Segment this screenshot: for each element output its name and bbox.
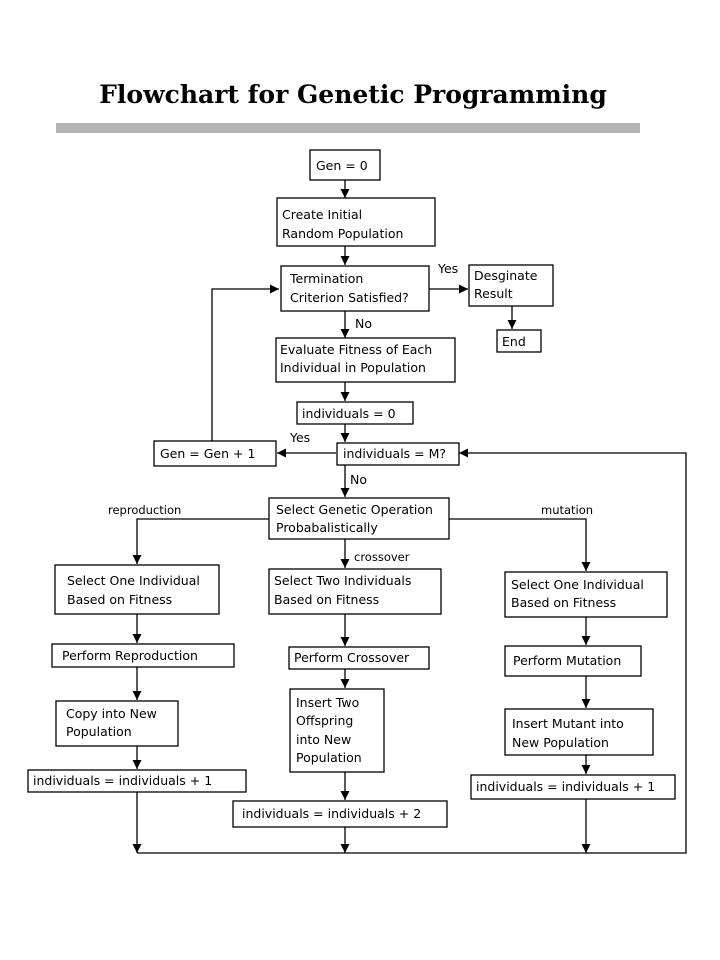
svg-text:Offspring: Offspring	[296, 713, 353, 728]
node-individuals-zero: individuals = 0	[296, 401, 414, 425]
node-individuals-check: individuals = M?	[336, 442, 460, 466]
edge-selectop-reproduction	[132, 518, 269, 564]
svg-text:Based on Fitness: Based on Fitness	[274, 592, 379, 607]
svg-text:Insert Two: Insert Two	[296, 695, 359, 710]
label-check-yes: Yes	[289, 430, 310, 445]
svg-text:New Population: New Population	[512, 735, 609, 750]
svg-text:individuals = M?: individuals = M?	[343, 446, 446, 461]
node-mutation-increment: individuals = individuals + 1	[470, 774, 676, 800]
svg-text:Based on Fitness: Based on Fitness	[511, 595, 616, 610]
svg-text:Insert Mutant into: Insert Mutant into	[512, 716, 624, 731]
svg-text:individuals = individuals + 2: individuals = individuals + 2	[242, 806, 421, 821]
node-designate-result: Desginate Result	[468, 264, 554, 307]
node-perform-crossover: Perform Crossover	[288, 646, 430, 670]
node-perform-mutation: Perform Mutation	[504, 645, 642, 677]
svg-text:Perform Mutation: Perform Mutation	[513, 653, 621, 668]
svg-text:into New: into New	[296, 732, 351, 747]
svg-text:Evaluate Fitness of Each: Evaluate Fitness of Each	[280, 342, 432, 357]
node-end: End	[496, 329, 542, 353]
svg-text:Create Initial: Create Initial	[282, 207, 362, 222]
label-crossover: crossover	[354, 550, 410, 564]
svg-text:Probabalistically: Probabalistically	[276, 520, 378, 535]
title-divider	[56, 123, 640, 133]
svg-text:Criterion Satisfied?: Criterion Satisfied?	[290, 290, 409, 305]
svg-text:Individual in Population: Individual in Population	[280, 360, 426, 375]
svg-text:Termination: Termination	[289, 271, 363, 286]
node-crossover-select: Select Two Individuals Based on Fitness	[268, 568, 442, 615]
node-create-initial: Create Initial Random Population	[276, 197, 436, 247]
node-evaluate-fitness: Evaluate Fitness of Each Individual in P…	[275, 337, 456, 383]
node-crossover-increment: individuals = individuals + 2	[232, 800, 448, 828]
node-perform-reproduction: Perform Reproduction	[51, 643, 235, 668]
svg-text:Gen = 0: Gen = 0	[316, 158, 368, 173]
page-title: Flowchart for Genetic Programming	[99, 80, 607, 109]
svg-text:Perform Crossover: Perform Crossover	[294, 650, 410, 665]
node-mutation-select: Select One Individual Based on Fitness	[504, 571, 668, 618]
edge-loop-back	[137, 448, 687, 854]
edge-geninc-termination	[211, 284, 279, 441]
node-gen-increment: Gen = Gen + 1	[153, 440, 277, 467]
node-gen0: Gen = 0	[309, 149, 381, 181]
node-insert-two-offspring: Insert Two Offspring into New Population	[289, 688, 385, 773]
node-reproduction-increment: individuals = individuals + 1	[27, 769, 247, 793]
node-termination: Termination Criterion Satisfied?	[280, 265, 430, 312]
svg-text:Select One Individual: Select One Individual	[511, 577, 644, 592]
label-reproduction: reproduction	[108, 503, 181, 517]
svg-text:Result: Result	[474, 286, 513, 301]
label-termination-yes: Yes	[437, 261, 458, 276]
edge-selectop-mutation	[449, 518, 591, 571]
svg-text:Random Population: Random Population	[282, 226, 403, 241]
edges	[132, 180, 687, 854]
node-insert-mutant: Insert Mutant into New Population	[504, 708, 654, 756]
svg-text:Select One Individual: Select One Individual	[67, 573, 200, 588]
label-mutation: mutation	[541, 503, 593, 517]
svg-text:End: End	[502, 334, 526, 349]
svg-text:individuals = 0: individuals = 0	[302, 406, 396, 421]
svg-text:Based on Fitness: Based on Fitness	[67, 592, 172, 607]
svg-text:individuals = individuals + 1: individuals = individuals + 1	[33, 773, 212, 788]
svg-text:Gen = Gen + 1: Gen = Gen + 1	[160, 446, 255, 461]
label-termination-no: No	[355, 316, 372, 331]
node-copy-new-population: Copy into New Population	[55, 700, 179, 747]
svg-text:Population: Population	[296, 750, 362, 765]
node-select-genetic-operation: Select Genetic Operation Probabalistical…	[268, 497, 450, 540]
svg-text:Select Genetic Operation: Select Genetic Operation	[276, 502, 433, 517]
node-reproduction-select: Select One Individual Based on Fitness	[54, 564, 220, 615]
label-check-no: No	[350, 472, 367, 487]
svg-text:individuals = individuals + 1: individuals = individuals + 1	[476, 779, 655, 794]
svg-text:Population: Population	[66, 724, 132, 739]
svg-text:Perform Reproduction: Perform Reproduction	[62, 648, 198, 663]
svg-text:Desginate: Desginate	[474, 268, 538, 283]
svg-text:Copy into New: Copy into New	[66, 706, 157, 721]
svg-text:Select Two Individuals: Select Two Individuals	[274, 573, 411, 588]
